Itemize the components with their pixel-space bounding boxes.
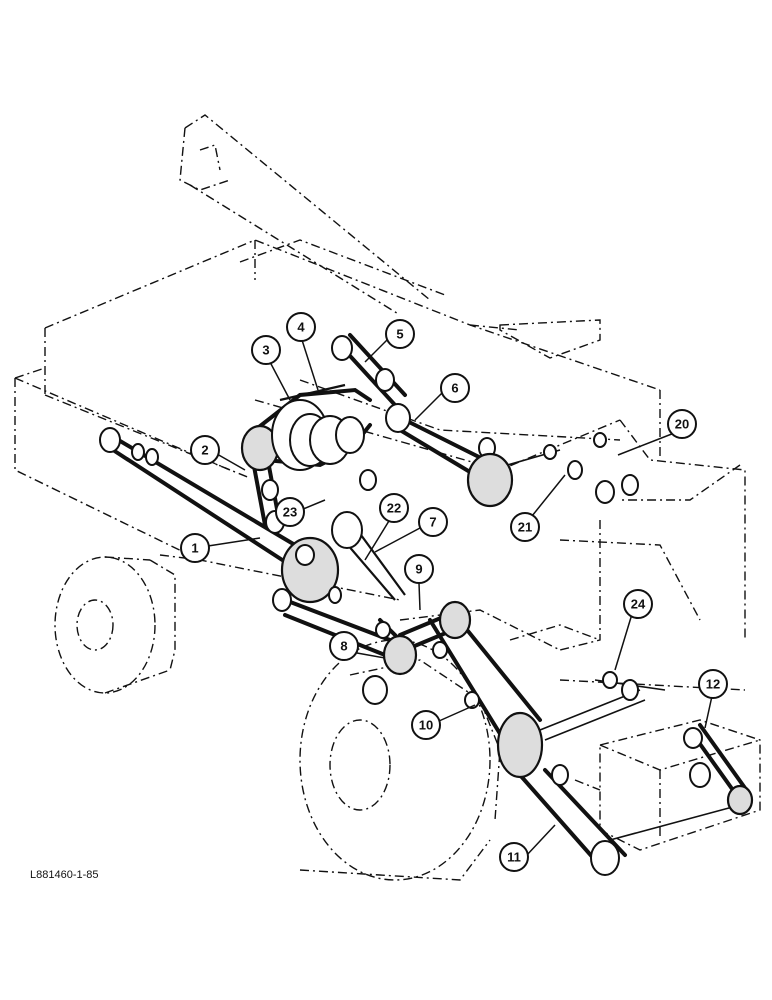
svg-text:4: 4 xyxy=(297,320,305,335)
callout-20: 20 xyxy=(667,409,697,439)
svg-text:21: 21 xyxy=(518,520,532,535)
belts xyxy=(108,333,752,862)
pulleys xyxy=(99,335,754,876)
callout-23: 23 xyxy=(275,497,305,527)
callout-22: 22 xyxy=(379,493,409,523)
callout-21: 21 xyxy=(510,512,540,542)
svg-text:9: 9 xyxy=(415,562,422,577)
leader-lines xyxy=(207,339,713,857)
callout-2: 2 xyxy=(190,435,220,465)
callout-6: 6 xyxy=(440,373,470,403)
svg-text:23: 23 xyxy=(283,505,297,520)
callout-3: 3 xyxy=(251,335,281,365)
svg-text:10: 10 xyxy=(419,718,433,733)
svg-text:6: 6 xyxy=(451,381,458,396)
callout-24: 24 xyxy=(623,589,653,619)
callout-8: 8 xyxy=(329,631,359,661)
reference-code: L881460-1-85 xyxy=(30,869,99,881)
callout-5: 5 xyxy=(385,319,415,349)
svg-text:2: 2 xyxy=(201,443,208,458)
callout-9: 9 xyxy=(404,554,434,584)
svg-text:8: 8 xyxy=(340,639,347,654)
callout-1: 1 xyxy=(180,533,210,563)
svg-text:20: 20 xyxy=(675,417,689,432)
svg-text:22: 22 xyxy=(387,501,401,516)
svg-text:24: 24 xyxy=(631,597,646,612)
callout-7: 7 xyxy=(418,507,448,537)
svg-text:5: 5 xyxy=(396,327,403,342)
svg-text:1: 1 xyxy=(191,541,198,556)
callout-12: 12 xyxy=(698,669,728,699)
callout-4: 4 xyxy=(286,312,316,342)
svg-text:12: 12 xyxy=(706,677,720,692)
svg-text:7: 7 xyxy=(429,515,436,530)
callout-10: 10 xyxy=(411,710,441,740)
svg-text:11: 11 xyxy=(507,850,521,865)
svg-text:3: 3 xyxy=(262,343,269,358)
callout-11: 11 xyxy=(499,842,529,872)
